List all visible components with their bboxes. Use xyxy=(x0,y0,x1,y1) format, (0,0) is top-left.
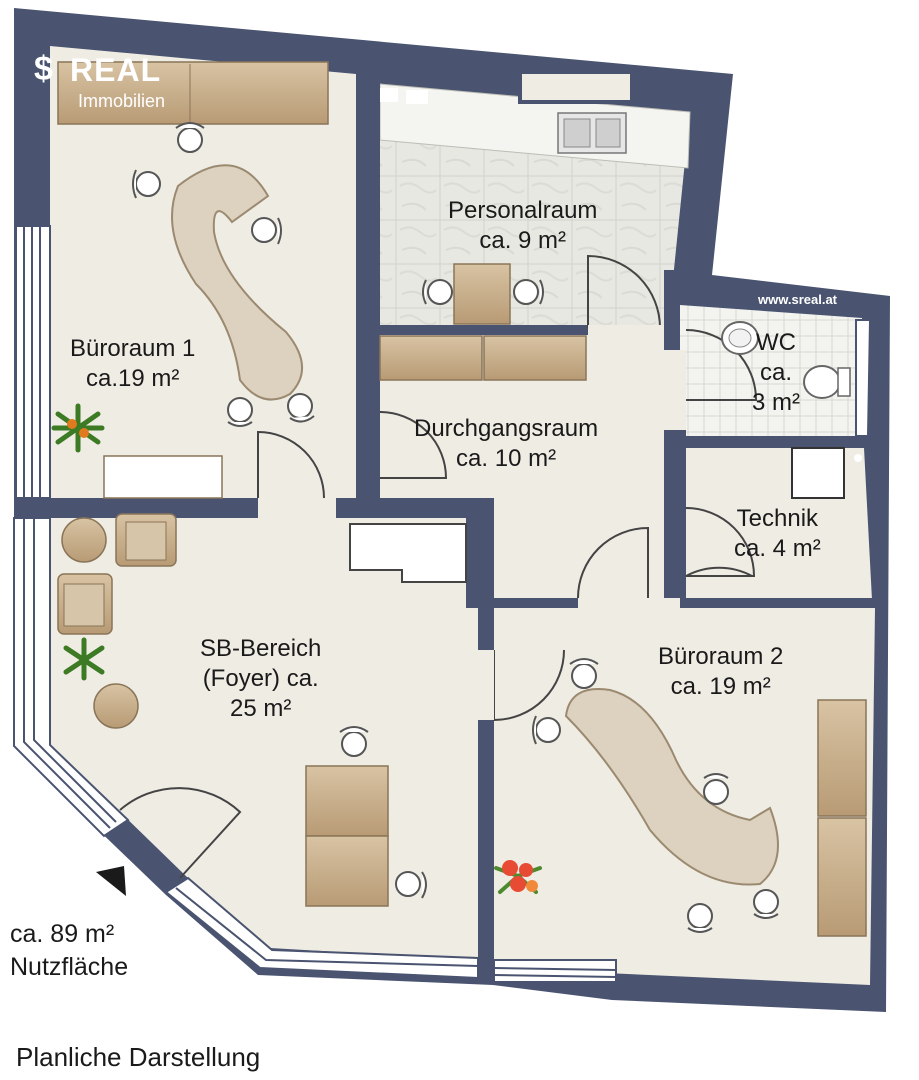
technik-unit xyxy=(791,447,845,499)
plan-caption: Planliche Darstellung xyxy=(16,1042,261,1072)
room-label-sb-bereich: SB-Bereich (Foyer) ca. 25 m² xyxy=(200,635,322,722)
room-label-technik: Technik ca. 4 m² xyxy=(734,505,821,562)
chair-icon xyxy=(132,122,315,427)
personalraum-furniture xyxy=(422,263,544,325)
shelves xyxy=(349,335,587,583)
plant-icon xyxy=(494,860,542,894)
foyer-furniture xyxy=(57,513,427,907)
bueroraum1-furniture xyxy=(57,61,329,499)
plant-icon xyxy=(63,637,105,681)
total-area: ca. 89 m² Nutzfläche xyxy=(10,920,129,981)
north-arrow-icon xyxy=(96,866,126,896)
room-label-personalraum: Personalraum ca. 9 m² xyxy=(448,197,598,254)
sink-icon xyxy=(557,112,627,154)
room-label-wc: WC ca. 3 m² xyxy=(752,329,800,416)
plant-icon xyxy=(51,403,105,453)
room-label-durchgangsraum: Durchgangsraum ca. 10 m² xyxy=(414,415,599,472)
website-label: www.sreal.at xyxy=(758,292,837,307)
bueroraum2-furniture xyxy=(532,658,867,937)
logo-mark: $ xyxy=(34,50,53,88)
windows xyxy=(13,225,872,983)
logo-subtitle: Immobilien xyxy=(78,91,166,111)
toilet-icon xyxy=(721,321,851,399)
logo-brand: REAL xyxy=(70,52,162,88)
room-label-bueroraum1: Büroraum 1 ca.19 m² xyxy=(70,335,196,392)
room-label-bueroraum2: Büroraum 2 ca. 19 m² xyxy=(658,643,784,700)
inner-walls xyxy=(14,70,880,970)
